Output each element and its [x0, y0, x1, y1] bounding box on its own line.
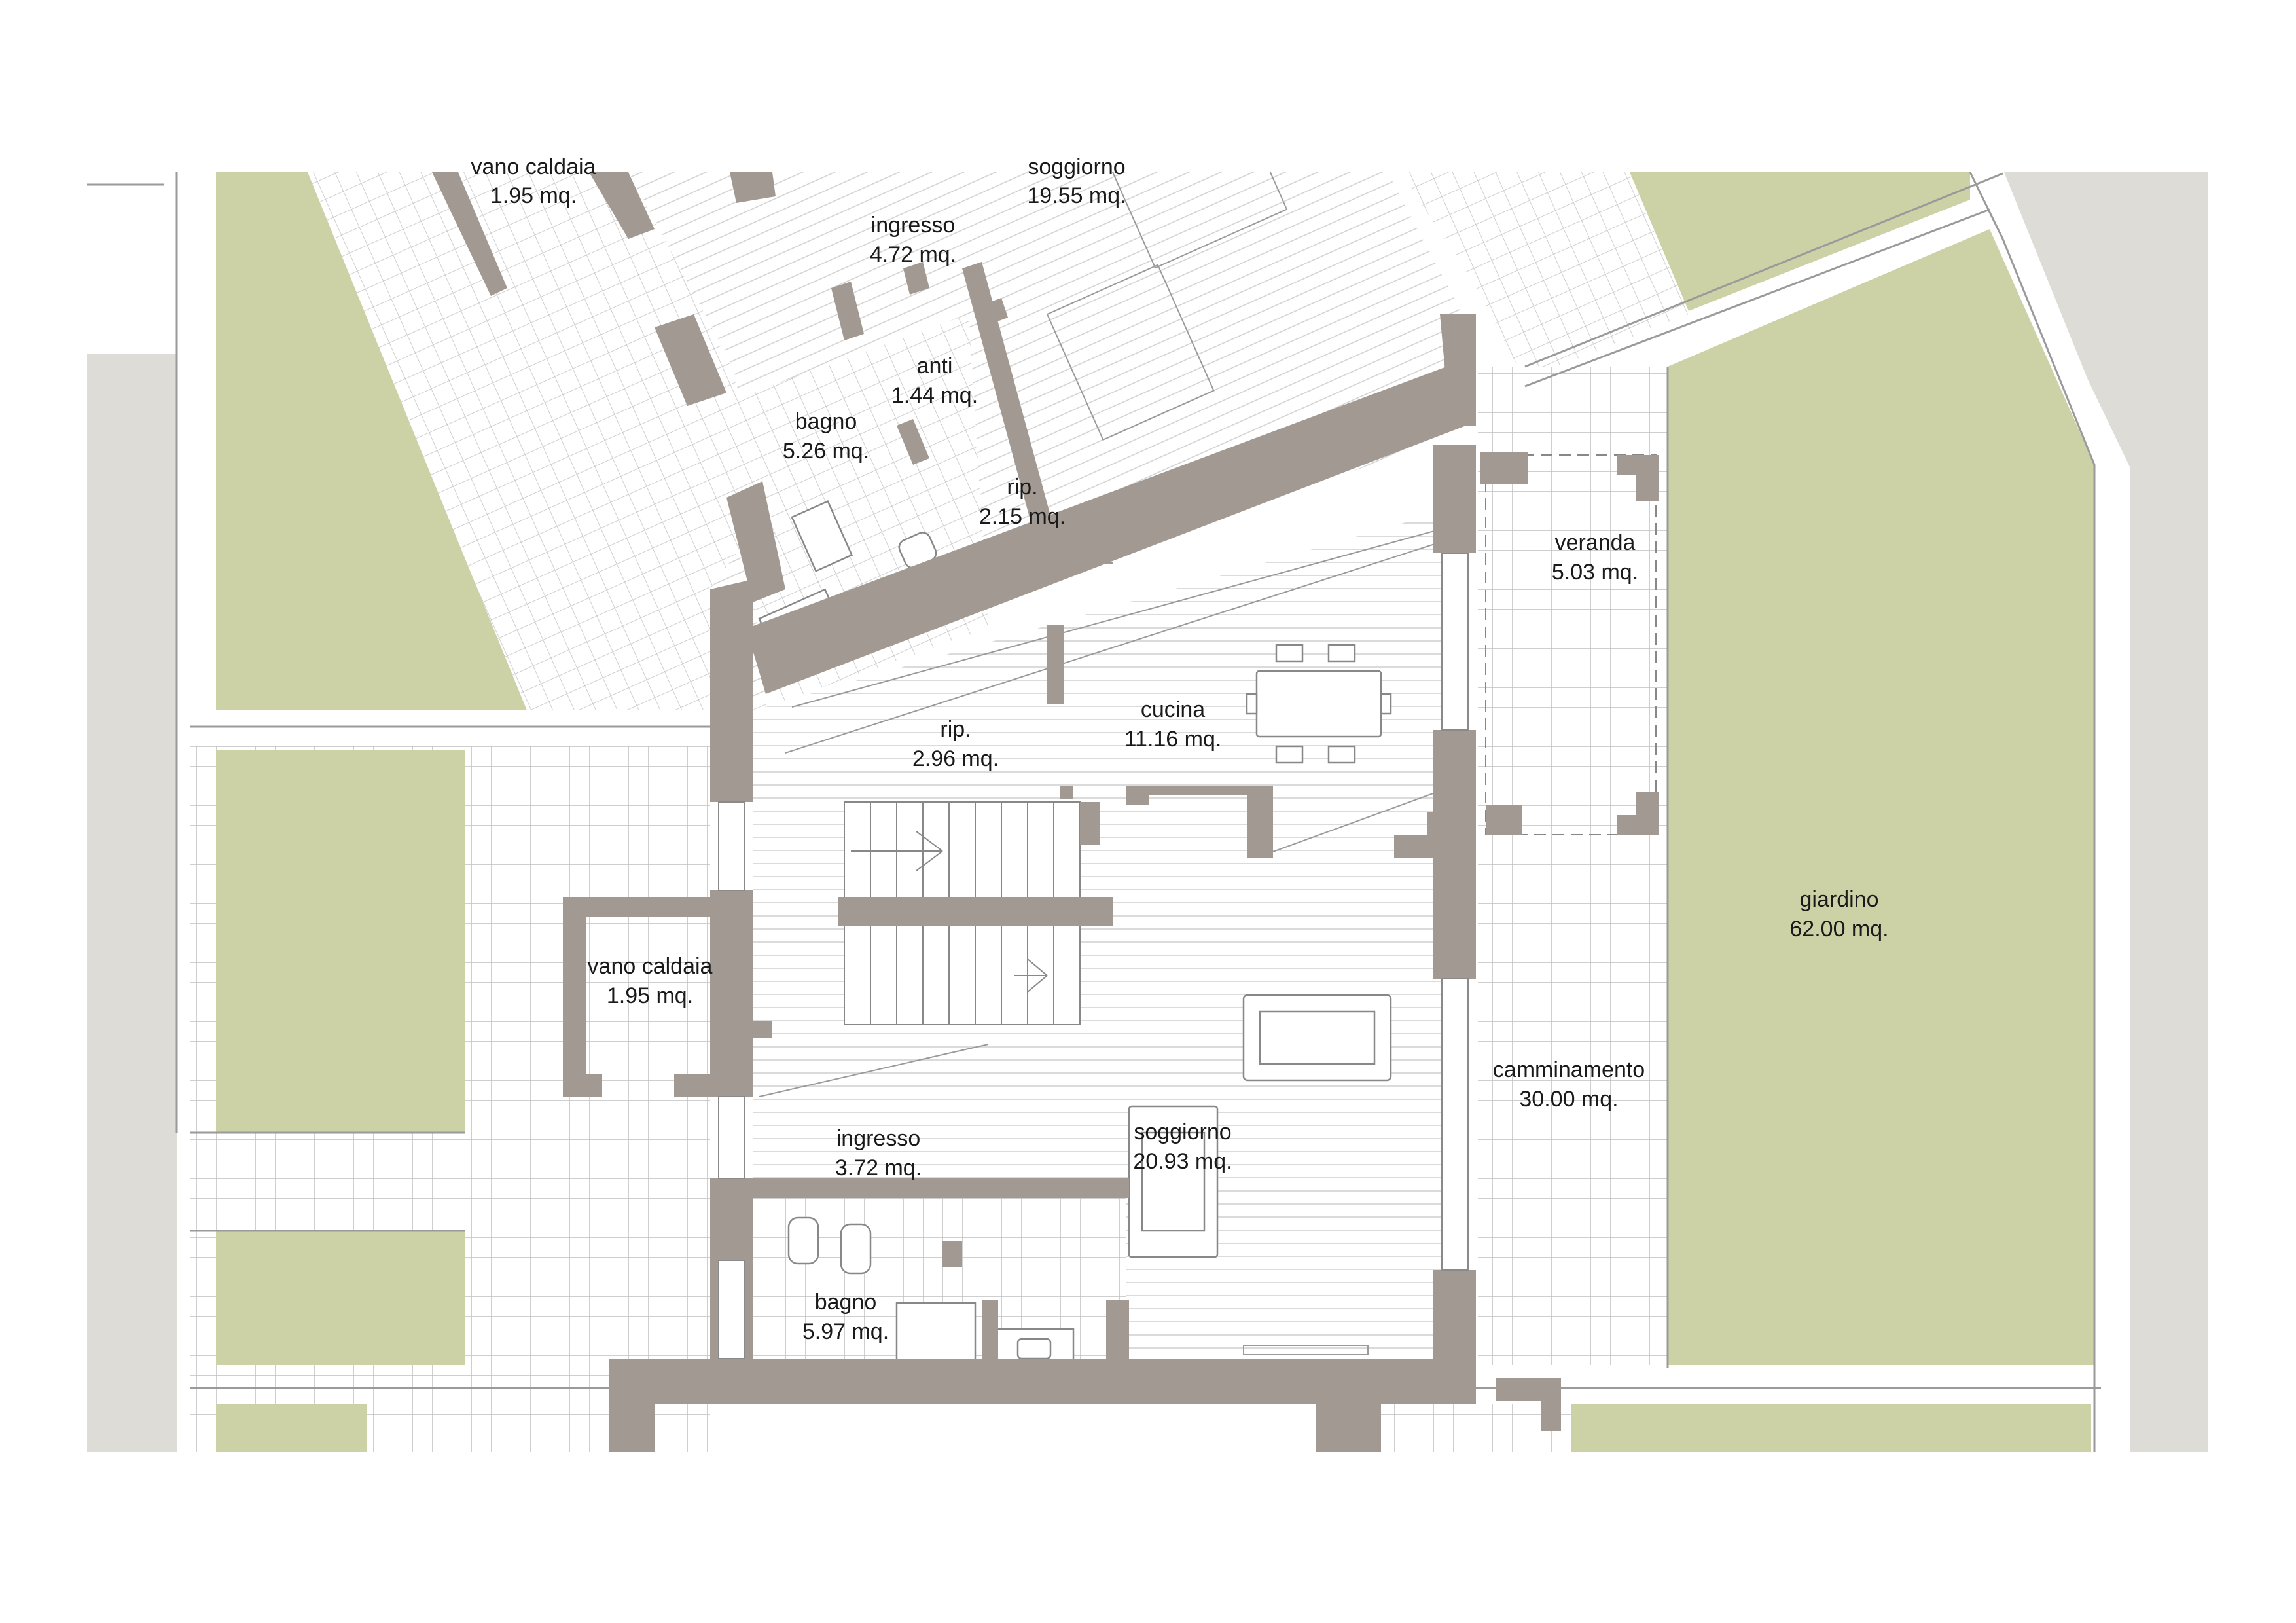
- room-area: 11.16 mq.: [1124, 727, 1222, 752]
- room-name: vano caldaia: [588, 954, 713, 979]
- bidet: [787, 1216, 819, 1265]
- garden-bottom-right: [1571, 1404, 2091, 1452]
- room-labels: vano caldaia 1.95 mq. soggiorno 19.55 mq…: [471, 155, 1889, 1344]
- room-label-ingresso: ingresso 3.72 mq.: [835, 1126, 922, 1180]
- room-area: 3.72 mq.: [835, 1156, 922, 1180]
- room-label-rip-mid: rip. 2.96 mq.: [912, 717, 999, 771]
- toilet: [840, 1223, 872, 1275]
- room-area: 4.72 mq.: [870, 242, 956, 267]
- room-label-bagno-top: bagno 5.26 mq.: [783, 409, 869, 464]
- room-area: 1.95 mq.: [490, 183, 577, 208]
- staircase: [844, 801, 1081, 1025]
- room-label-soggiorno-top: soggiorno 19.55 mq.: [1027, 155, 1126, 208]
- room-area: 2.96 mq.: [912, 746, 999, 771]
- shower-tray: [895, 1302, 977, 1366]
- room-name: rip.: [1007, 475, 1037, 500]
- garden-top-right: [1630, 172, 1970, 311]
- room-name: ingresso: [836, 1126, 921, 1151]
- veranda-pergola: [1485, 454, 1657, 835]
- room-label-vano-caldaia-top: vano caldaia 1.95 mq.: [471, 155, 596, 208]
- room-name: soggiorno: [1028, 155, 1125, 179]
- dining-table: [1255, 670, 1382, 738]
- room-name: bagno: [795, 409, 857, 434]
- room-name: cucina: [1141, 697, 1205, 722]
- room-label-vano-caldaia: vano caldaia 1.95 mq.: [588, 954, 713, 1008]
- room-area: 5.03 mq.: [1552, 560, 1638, 585]
- room-name: bagno: [815, 1290, 877, 1315]
- room-area: 2.15 mq.: [979, 504, 1066, 529]
- room-area: 20.93 mq.: [1133, 1149, 1232, 1174]
- room-name: camminamento: [1493, 1057, 1645, 1082]
- room-area: 62.00 mq.: [1789, 917, 1888, 941]
- garden-left-bottom: [216, 1231, 465, 1365]
- walls: [432, 172, 1659, 1452]
- room-name: veranda: [1555, 530, 1636, 555]
- room-name: vano caldaia: [471, 155, 596, 179]
- drawing-sheet: [87, 172, 2208, 1452]
- room-area: 5.97 mq.: [802, 1319, 889, 1344]
- room-area: 19.55 mq.: [1027, 183, 1126, 208]
- room-label-cucina: cucina 11.16 mq.: [1124, 697, 1222, 752]
- room-label-camminamento: camminamento 30.00 mq.: [1493, 1057, 1645, 1112]
- room-label-rip-top: rip. 2.15 mq.: [979, 475, 1066, 529]
- room-label-ingresso-top: ingresso 4.72 mq.: [870, 213, 956, 267]
- room-name: soggiorno: [1134, 1120, 1231, 1144]
- street-left: [87, 354, 177, 1452]
- street-right: [2004, 172, 2208, 1452]
- courtyard-tiles-top: [308, 172, 762, 710]
- room-area: 1.95 mq.: [607, 983, 693, 1008]
- room-name: rip.: [940, 717, 971, 742]
- room-area: 30.00 mq.: [1519, 1087, 1618, 1112]
- room-label-anti: anti 1.44 mq.: [891, 354, 978, 408]
- room-label-soggiorno: soggiorno 20.93 mq.: [1133, 1120, 1232, 1174]
- tiles-bottom-right: [1374, 1404, 1571, 1452]
- windows: [718, 553, 1469, 1359]
- room-label-giardino: giardino 62.00 mq.: [1789, 887, 1888, 941]
- giardino-area: [1668, 229, 2094, 1365]
- room-name: giardino: [1800, 887, 1879, 912]
- room-label-bagno: bagno 5.97 mq.: [802, 1290, 889, 1344]
- garden-top-left: [216, 172, 527, 710]
- room-name: anti: [917, 354, 953, 378]
- room-name: ingresso: [871, 213, 956, 238]
- camminamento-tiles: [1478, 367, 1668, 1365]
- room-label-veranda: veranda 5.03 mq.: [1552, 530, 1638, 585]
- room-area: 1.44 mq.: [891, 383, 978, 408]
- room-area: 5.26 mq.: [783, 439, 869, 464]
- garden-bottom-left: [216, 1404, 367, 1452]
- terrace-tiles-top-right: [1401, 172, 1689, 380]
- garden-left-mid: [216, 750, 465, 1133]
